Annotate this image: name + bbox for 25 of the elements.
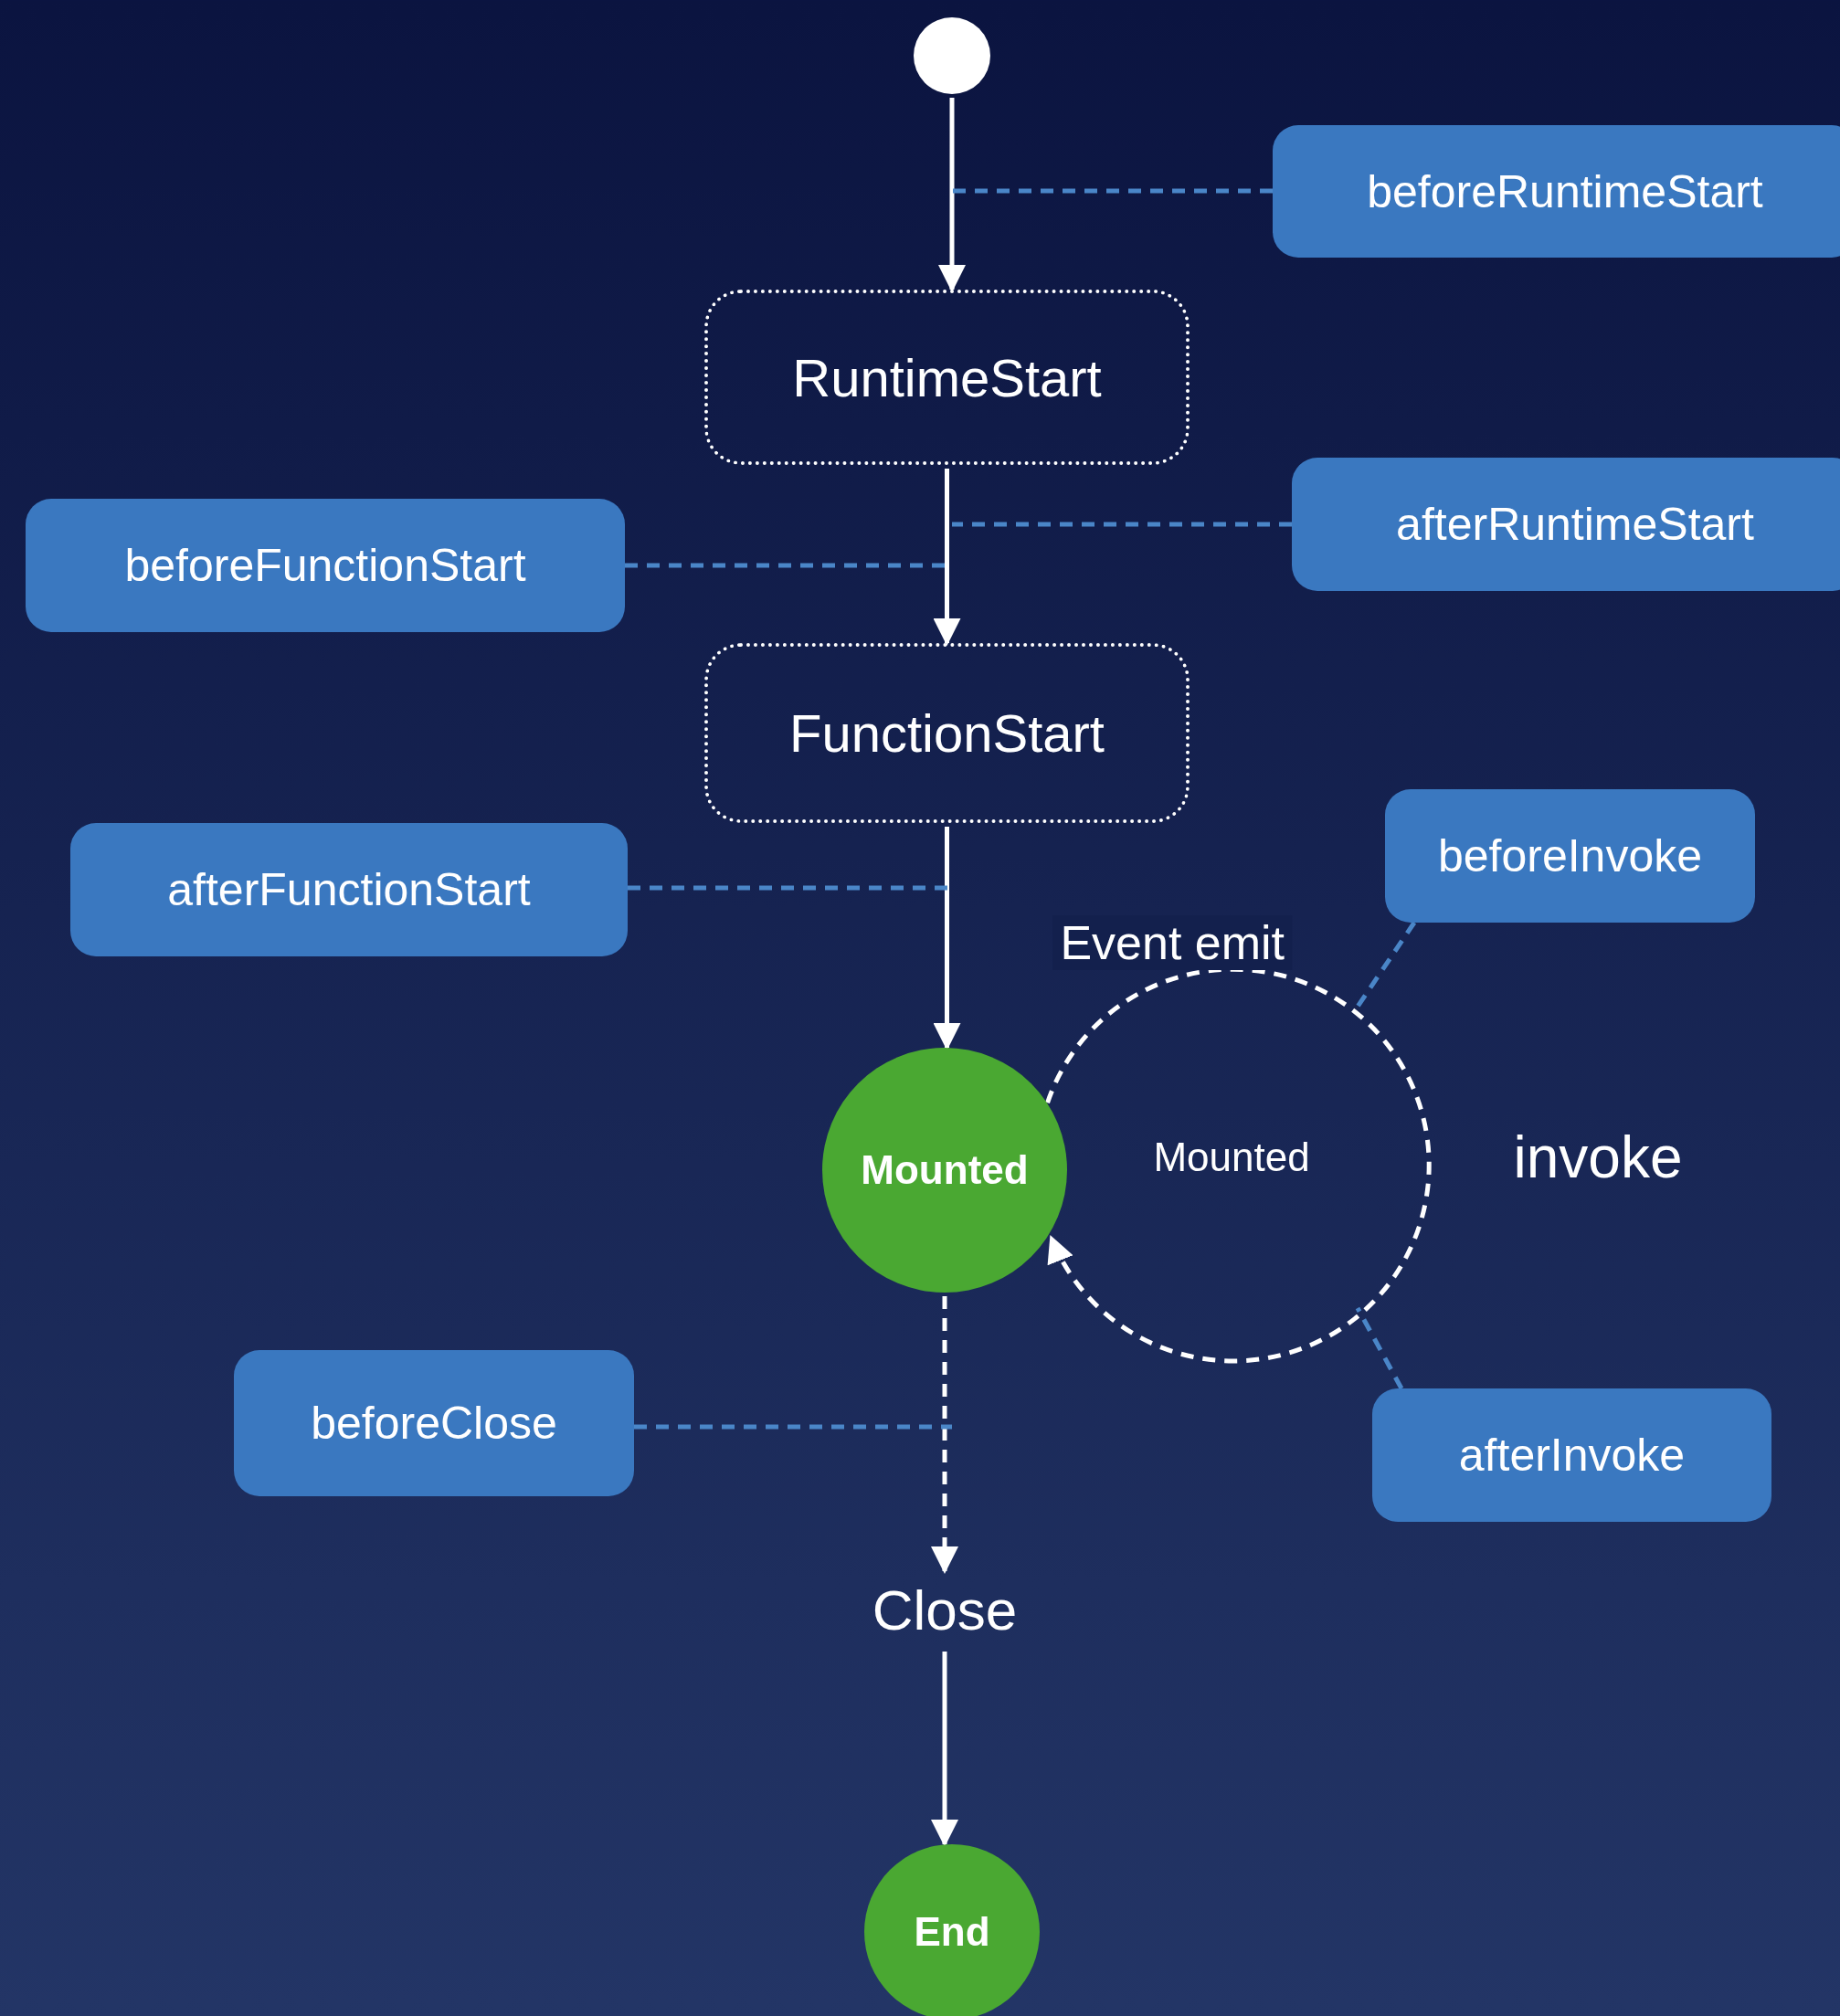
hook-box: afterRuntimeStart [1292,458,1840,591]
arrow [931,1296,958,1574]
state-circle: Mounted [822,1048,1067,1293]
leader-line [1355,921,1417,1008]
leader-line [1355,1306,1404,1390]
hook-box: beforeRuntimeStart [1273,125,1840,258]
leader-line [952,522,1292,527]
state-label: Close [850,1571,1040,1648]
arrow [931,1652,958,1847]
arrow [933,469,961,646]
leader-line [634,1424,952,1430]
edge-label: Event emit [1052,914,1293,970]
state-box: FunctionStart [704,643,1190,823]
leader-line [952,188,1273,194]
arrow [938,98,966,292]
end-circle: End [864,1844,1040,2016]
hook-box: beforeClose [234,1350,634,1496]
hook-box: afterInvoke [1372,1388,1771,1522]
state-box: RuntimeStart [704,290,1190,465]
hook-box: afterFunctionStart [70,823,628,956]
arrow [933,827,961,1050]
hook-box: beforeInvoke [1385,789,1755,923]
loop-label: Mounted [1153,1135,1310,1180]
hook-box: beforeFunctionStart [26,499,625,632]
loop-label: invoke [1513,1124,1683,1191]
